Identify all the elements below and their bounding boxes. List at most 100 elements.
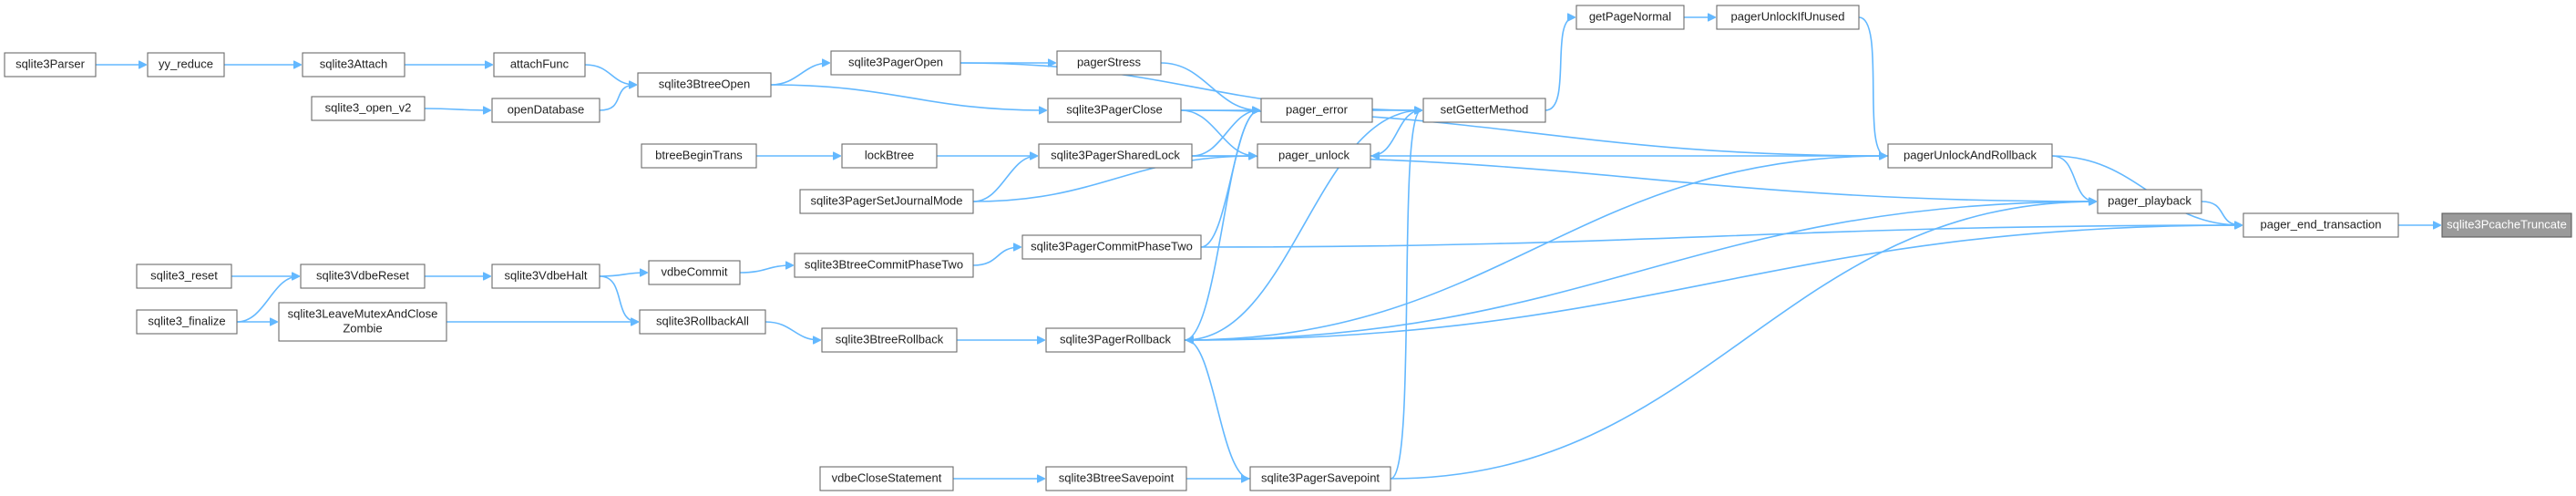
- node-box[interactable]: [311, 96, 426, 121]
- node-pagerUnlockIfUnused[interactable]: pagerUnlockIfUnused: [1716, 5, 1860, 30]
- node-box[interactable]: [648, 260, 741, 285]
- node-sqlite3PagerClose[interactable]: sqlite3PagerClose: [1047, 98, 1182, 123]
- node-box[interactable]: [1257, 143, 1371, 169]
- node-label: sqlite3BtreeOpen: [659, 77, 750, 90]
- node-sqlite3BtreeSavepoint[interactable]: sqlite3BtreeSavepoint: [1045, 466, 1187, 491]
- node-sqlite3Attach[interactable]: sqlite3Attach: [302, 52, 405, 78]
- node-box[interactable]: [1021, 234, 1202, 260]
- node-box[interactable]: [830, 50, 961, 76]
- node-box[interactable]: [1038, 143, 1193, 169]
- node-sqlite3PcacheTruncate[interactable]: sqlite3PcacheTruncate: [2441, 212, 2572, 238]
- node-sqlite3BtreeCommitPhaseTwo[interactable]: sqlite3BtreeCommitPhaseTwo: [794, 253, 974, 278]
- node-sqlite3PagerCommitPhaseTwo[interactable]: sqlite3PagerCommitPhaseTwo: [1021, 234, 1202, 260]
- node-sqlite3VdbeHalt[interactable]: sqlite3VdbeHalt: [491, 264, 600, 289]
- edge-sqlite3PagerRollback-to-setGetterMethod: [1184, 110, 1421, 341]
- node-box[interactable]: [799, 189, 974, 214]
- node-box[interactable]: [1716, 5, 1860, 30]
- node-btreeBeginTrans[interactable]: btreeBeginTrans: [641, 143, 757, 169]
- node-box[interactable]: [1887, 143, 2053, 169]
- node-pager_end_transaction[interactable]: pager_end_transaction: [2242, 212, 2399, 238]
- node-box[interactable]: [841, 143, 938, 169]
- node-sqlite3_open_v2[interactable]: sqlite3_open_v2: [311, 96, 426, 121]
- node-box[interactable]: [637, 72, 772, 98]
- edge-sqlite3BtreeOpen-to-sqlite3PagerClose: [770, 84, 1046, 110]
- node-label: setGetterMethod: [1441, 102, 1529, 116]
- node-label: sqlite3PagerRollback: [1060, 332, 1172, 346]
- edge-sqlite3PagerSavepoint-to-sqlite3PagerRollback: [1186, 340, 1251, 480]
- node-box[interactable]: [1260, 98, 1373, 123]
- node-label: vdbeCloseStatement: [832, 470, 942, 484]
- node-label: sqlite3PagerSharedLock: [1051, 148, 1180, 161]
- node-vdbeCommit[interactable]: vdbeCommit: [648, 260, 741, 285]
- node-label: lockBtree: [865, 148, 914, 161]
- node-label: sqlite3PcacheTruncate: [2447, 217, 2567, 231]
- node-label: yy_reduce: [159, 57, 213, 70]
- node-box[interactable]: [2441, 212, 2572, 238]
- node-getPageNormal[interactable]: getPageNormal: [1575, 5, 1685, 30]
- node-sqlite3BtreeOpen[interactable]: sqlite3BtreeOpen: [637, 72, 772, 98]
- edge-sqlite3PagerSetJournalMode-to-sqlite3PagerSharedLock: [972, 156, 1037, 202]
- node-box[interactable]: [821, 327, 958, 353]
- node-label: sqlite3BtreeCommitPhaseTwo: [805, 257, 963, 271]
- node-label: attachFunc: [510, 57, 570, 70]
- node-box[interactable]: [641, 143, 757, 169]
- node-label: sqlite3Parser: [15, 57, 86, 70]
- node-box[interactable]: [1575, 5, 1685, 30]
- node-pagerStress[interactable]: pagerStress: [1056, 50, 1162, 76]
- node-box[interactable]: [278, 302, 447, 342]
- node-sqlite3PagerRollback[interactable]: sqlite3PagerRollback: [1045, 327, 1185, 353]
- node-box[interactable]: [639, 309, 766, 335]
- node-sqlite3PagerSharedLock[interactable]: sqlite3PagerSharedLock: [1038, 143, 1193, 169]
- edge-attachFunc-to-sqlite3BtreeOpen: [584, 64, 636, 85]
- node-box[interactable]: [136, 264, 232, 289]
- node-label: sqlite3RollbackAll: [656, 314, 749, 327]
- node-box[interactable]: [1045, 327, 1185, 353]
- node-box[interactable]: [819, 466, 954, 491]
- node-box[interactable]: [1045, 466, 1187, 491]
- node-sqlite3RollbackAll[interactable]: sqlite3RollbackAll: [639, 309, 766, 335]
- node-box[interactable]: [1422, 98, 1546, 123]
- edge-pagerStress-to-pager_error: [1160, 62, 1259, 110]
- node-lockBtree[interactable]: lockBtree: [841, 143, 938, 169]
- node-yy_reduce[interactable]: yy_reduce: [147, 52, 225, 78]
- node-box[interactable]: [2097, 189, 2202, 214]
- node-box[interactable]: [491, 98, 600, 123]
- node-label: sqlite3PagerSavepoint: [1261, 470, 1380, 484]
- node-sqlite3VdbeReset[interactable]: sqlite3VdbeReset: [300, 264, 426, 289]
- node-box[interactable]: [1249, 466, 1391, 491]
- node-pager_unlock[interactable]: pager_unlock: [1257, 143, 1371, 169]
- node-box[interactable]: [300, 264, 426, 289]
- node-box[interactable]: [4, 52, 97, 78]
- node-box[interactable]: [302, 52, 405, 78]
- edge-setGetterMethod-to-getPageNormal: [1545, 17, 1575, 111]
- node-sqlite3Parser[interactable]: sqlite3Parser: [4, 52, 97, 78]
- node-pager_playback[interactable]: pager_playback: [2097, 189, 2202, 214]
- edge-sqlite3PagerSavepoint-to-setGetterMethod: [1390, 110, 1421, 480]
- node-box[interactable]: [136, 309, 238, 335]
- node-box[interactable]: [493, 52, 586, 78]
- node-label: pager_error: [1286, 102, 1349, 116]
- node-openDatabase[interactable]: openDatabase: [491, 98, 600, 123]
- node-box[interactable]: [794, 253, 974, 278]
- node-box[interactable]: [491, 264, 600, 289]
- node-sqlite3_reset[interactable]: sqlite3_reset: [136, 264, 232, 289]
- node-box[interactable]: [147, 52, 225, 78]
- node-sqlite3BtreeRollback[interactable]: sqlite3BtreeRollback: [821, 327, 958, 353]
- node-setGetterMethod[interactable]: setGetterMethod: [1422, 98, 1546, 123]
- node-box[interactable]: [1056, 50, 1162, 76]
- node-sqlite3_finalize[interactable]: sqlite3_finalize: [136, 309, 238, 335]
- node-pager_error[interactable]: pager_error: [1260, 98, 1373, 123]
- edges-layer: [96, 17, 2440, 479]
- edge-sqlite3PagerSetJournalMode-to-pager_unlock: [972, 156, 1256, 202]
- node-sqlite3PagerSavepoint[interactable]: sqlite3PagerSavepoint: [1249, 466, 1391, 491]
- node-sqlite3PagerOpen[interactable]: sqlite3PagerOpen: [830, 50, 961, 76]
- node-vdbeCloseStatement[interactable]: vdbeCloseStatement: [819, 466, 954, 491]
- node-box[interactable]: [2242, 212, 2399, 238]
- node-sqlite3PagerSetJournalMode[interactable]: sqlite3PagerSetJournalMode: [799, 189, 974, 214]
- node-pagerUnlockAndRollback[interactable]: pagerUnlockAndRollback: [1887, 143, 2053, 169]
- node-attachFunc[interactable]: attachFunc: [493, 52, 586, 78]
- node-label: sqlite3LeaveMutexAndClose: [288, 306, 438, 320]
- node-box[interactable]: [1047, 98, 1182, 123]
